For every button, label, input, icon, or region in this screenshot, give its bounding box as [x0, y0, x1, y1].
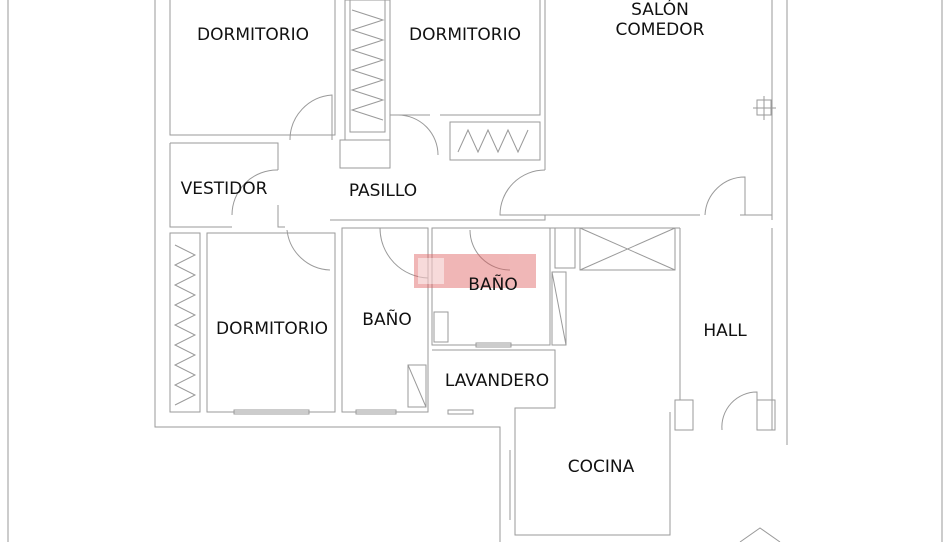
room-label-comedor: COMEDOR	[615, 20, 705, 40]
room-label-dormitorio-2: DORMITORIO	[409, 25, 521, 45]
vestidor-walls	[169, 142, 285, 228]
room-label-vestidor: VESTIDOR	[180, 179, 268, 199]
room-label-salon: SALÓN	[631, 0, 689, 20]
interior-rooms	[169, 227, 781, 542]
dormitorio-2-walls	[390, 0, 546, 170]
room-label-cocina: COCINA	[567, 457, 635, 477]
column-marker	[753, 96, 776, 120]
outer-walls	[7, 0, 943, 542]
room-label-pasillo: PASILLO	[348, 181, 418, 201]
watermark-logo	[414, 254, 536, 288]
room-label-hall: HALL	[703, 321, 747, 341]
room-label-dormitorio-3: DORMITORIO	[216, 319, 328, 339]
room-label-dormitorio-1: DORMITORIO	[197, 25, 309, 45]
watermark-square	[418, 258, 444, 284]
room-label-lavandero: LAVANDERO	[444, 371, 550, 391]
pasillo-walls	[330, 214, 772, 229]
wardrobe-1	[339, 0, 391, 169]
doors	[231, 94, 758, 431]
room-label-bano-2: BAÑO	[468, 275, 518, 295]
room-label-bano-1: BAÑO	[362, 310, 412, 330]
